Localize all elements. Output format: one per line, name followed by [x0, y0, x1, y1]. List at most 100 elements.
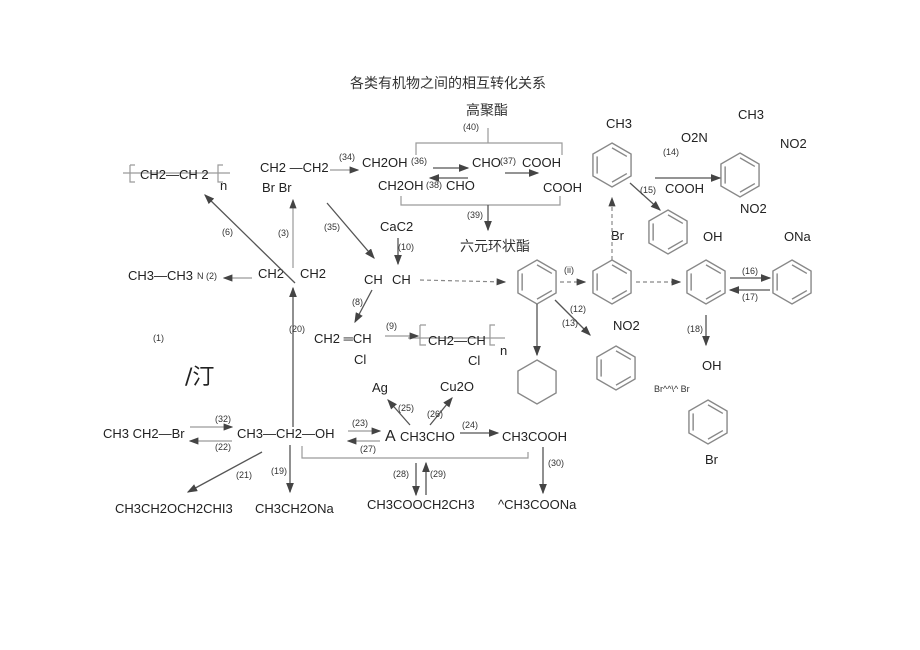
acetic-acid: CH3COOH: [502, 429, 567, 444]
phenol-oh: OH: [703, 229, 723, 244]
acetylene-right: CH: [392, 272, 411, 287]
ethylene-glycol: CH2OH: [362, 155, 408, 170]
silver: Ag: [372, 380, 388, 395]
svg-text:CH2—CH 2: CH2—CH 2: [140, 167, 209, 182]
step-24: (24): [462, 420, 478, 430]
step-38: (38): [426, 180, 442, 190]
tnt-ch3: CH3: [738, 107, 764, 122]
bromoethane: CH3 CH2—Br: [103, 426, 185, 441]
step-6: (6): [222, 227, 233, 237]
cyclohexane-ring: [517, 359, 557, 405]
rings: [517, 142, 812, 445]
tribromophenol-ring-double-bond: [707, 429, 724, 440]
sodium-acetate: ^CH3COONa: [498, 497, 577, 512]
bromobenzene-ring-double-bond: [611, 289, 628, 300]
toluene-ch3: CH3: [606, 116, 632, 131]
glyoxal-bottom: CHO: [446, 178, 475, 193]
step-26: (26): [427, 409, 443, 419]
reaction-arrow: [354, 289, 373, 324]
svg-text:CH2—CH: CH2—CH: [428, 333, 486, 348]
benzene-ring-double-bond: [536, 264, 553, 275]
step-21: (21): [236, 470, 252, 480]
reaction-arrow: [419, 278, 507, 286]
reaction-arrow: [629, 182, 661, 211]
tribromophenol-oh: OH: [702, 358, 722, 373]
step-10: (10): [398, 242, 414, 252]
benzoic-ring-double-bond: [667, 214, 684, 225]
step-37: (37): [500, 156, 516, 166]
reaction-arrow: [326, 202, 375, 259]
glyoxal: CHO: [472, 155, 501, 170]
arrows: [186, 164, 772, 497]
toluene-ring-double-bond: [611, 172, 628, 183]
step-36: (36): [411, 156, 427, 166]
tribromophenol-ring-double-bond: [707, 404, 724, 415]
oxalic-acid-bottom: COOH: [543, 180, 582, 195]
calcium-carbide: CaC2: [380, 219, 413, 234]
phenolate-ring-double-bond: [791, 264, 808, 275]
reaction-arrow: [554, 299, 591, 336]
reaction-arrow: [429, 396, 453, 426]
reaction-arrow: [186, 451, 263, 493]
step-1: (1): [153, 333, 164, 343]
ethylene-glycol-bottom: CH2OH: [378, 178, 424, 193]
dibromoethane-br: Br Br: [262, 180, 292, 195]
tribromophenol-br: Br^^\^ Br: [654, 384, 690, 394]
svg-text:n: n: [220, 178, 227, 193]
nitrobenzene-ring: [596, 345, 636, 391]
step-13: (13): [562, 318, 578, 328]
ethylene: CH2: [258, 266, 284, 281]
step-16: (16): [742, 266, 758, 276]
tnt-ring-double-bond: [739, 182, 756, 193]
vinyl-chloride: CH2 ═CH: [314, 331, 372, 346]
step-15: (15): [640, 185, 656, 195]
step-27: (27): [360, 444, 376, 454]
step-25: (25): [398, 403, 414, 413]
step-18: (18): [687, 324, 703, 334]
diethyl-ether: CH3CH2OCH2CHI3: [115, 501, 233, 516]
bromobenzene-br: Br: [611, 228, 625, 243]
step-30: (30): [548, 458, 564, 468]
step-8: (8): [352, 297, 363, 307]
step-2: (2): [206, 271, 217, 281]
step-20: (20): [289, 324, 305, 334]
bromobenzene-ring-double-bond: [611, 264, 628, 275]
tnt-no2-bottom: NO2: [740, 201, 767, 216]
phenolate-ring-double-bond: [791, 289, 808, 300]
benzoic-ring: [648, 209, 688, 255]
dibromoethane: CH2 —CH2: [260, 160, 329, 175]
a-mark: A: [385, 428, 396, 445]
toluene-ring: [592, 142, 632, 188]
step-22: (22): [215, 442, 231, 452]
tnt-o2n: O2N: [681, 130, 708, 145]
phenol-ring: [686, 259, 726, 305]
step-3: (3): [278, 228, 289, 238]
vinyl-chloride-cl: Cl: [354, 352, 366, 367]
scan-artifact: /汀: [185, 365, 214, 390]
sodium-ethoxide: CH3CH2ONa: [255, 501, 335, 516]
step-29: (29): [430, 469, 446, 479]
tribromophenol-ring: [688, 399, 728, 445]
toluene-ring-double-bond: [611, 147, 628, 158]
phenolate-ona: ONa: [784, 229, 812, 244]
ethane: CH3—CH3: [128, 268, 193, 283]
benzoic-ring-double-bond: [667, 239, 684, 250]
phenolate-ring: [772, 259, 812, 305]
step-39: (39): [467, 210, 483, 220]
nitrobenzene-no2: NO2: [613, 318, 640, 333]
oxalic-acid: COOH: [522, 155, 561, 170]
polyethylene: CH2—CH 2 n: [123, 164, 230, 193]
step-19: (19): [271, 466, 287, 476]
step-32: (32): [215, 414, 231, 424]
n2-mark: N: [197, 271, 204, 281]
acetaldehyde: CH3CHO: [400, 429, 455, 444]
phenol-ring-double-bond: [705, 264, 722, 275]
cuprous-oxide: Cu2O: [440, 379, 474, 394]
acetylene: CH: [364, 272, 383, 287]
step-28: (28): [393, 469, 409, 479]
tnt-ring-double-bond: [739, 157, 756, 168]
step-14: (14): [663, 147, 679, 157]
ethanol: CH3—CH2—OH: [237, 426, 335, 441]
